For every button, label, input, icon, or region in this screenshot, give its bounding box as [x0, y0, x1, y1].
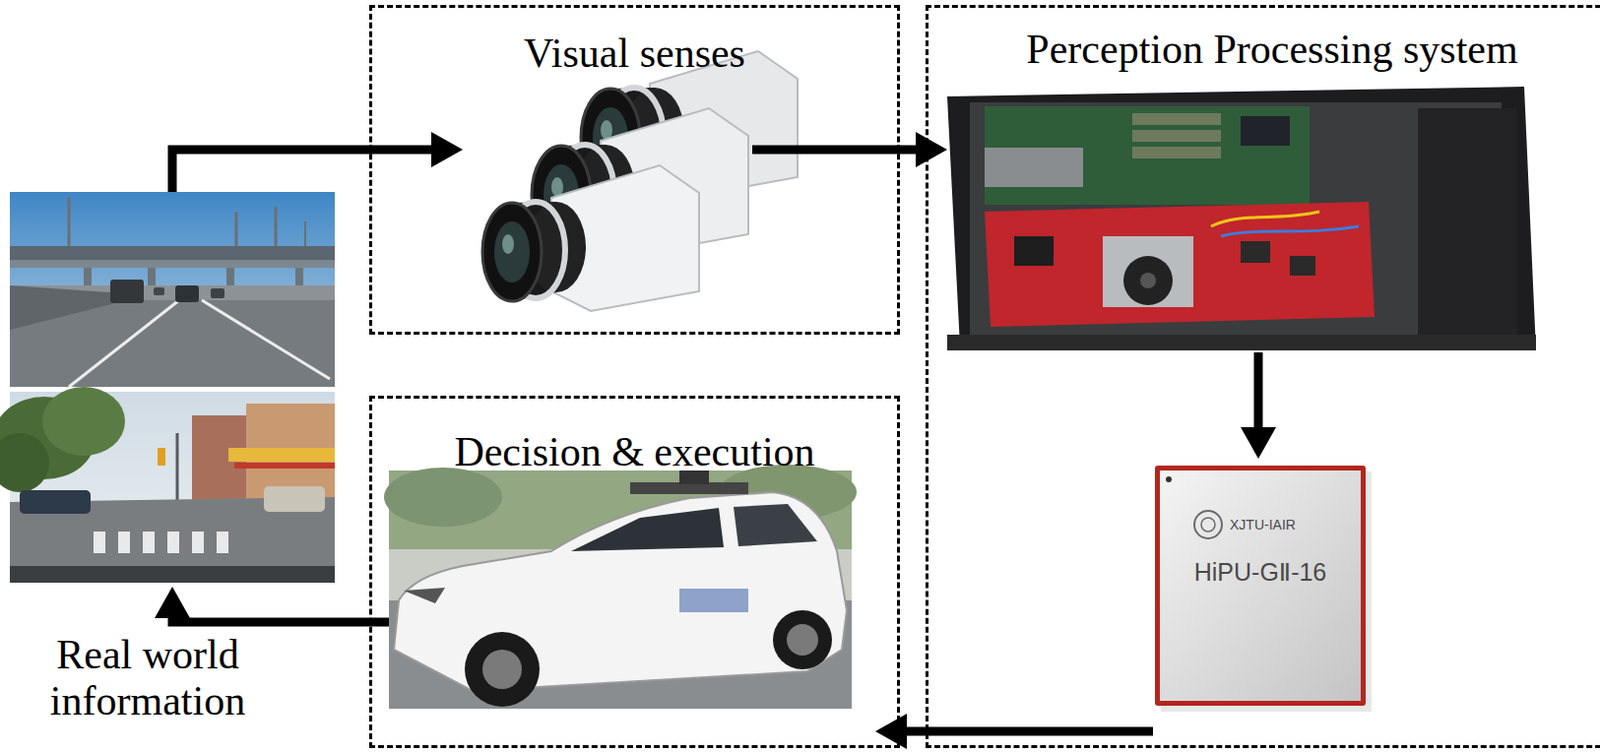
chip-node: XJTU-IAIR HiPU-GⅡ-16	[1152, 463, 1372, 712]
arrow-head	[431, 131, 463, 168]
flow-arrow	[752, 145, 918, 155]
vehicle-photo	[384, 464, 857, 709]
group-box: Perception Processing systemXJTU-IAIR HiP…	[925, 4, 1600, 749]
chip-outline	[1152, 463, 1372, 712]
flow-arrow	[172, 149, 434, 192]
arrow-head	[915, 131, 948, 168]
group-title: Visual senses	[372, 29, 897, 77]
flow-arrow	[172, 616, 389, 623]
arrow-head	[875, 713, 907, 750]
camera-group	[482, 51, 798, 312]
internal-arrow	[1240, 352, 1277, 459]
street-photo	[0, 386, 335, 583]
hardware-photo	[947, 86, 1536, 351]
group-title: Decision & execution	[372, 428, 897, 476]
chip-name: HiPU-GⅡ-16	[1152, 558, 1368, 587]
photo-caption: Real world information	[4, 632, 291, 725]
highway-photo	[9, 192, 335, 387]
chip-maker: XJTU-IAIR	[1229, 516, 1296, 533]
photo-node: Real world information	[9, 192, 335, 583]
group-box: Decision & execution	[369, 395, 900, 749]
group-box: Visual senses	[369, 4, 900, 335]
group-title: Perception Processing system	[928, 25, 1600, 73]
flow-arrow	[904, 727, 1153, 737]
arrow-head	[154, 586, 191, 619]
